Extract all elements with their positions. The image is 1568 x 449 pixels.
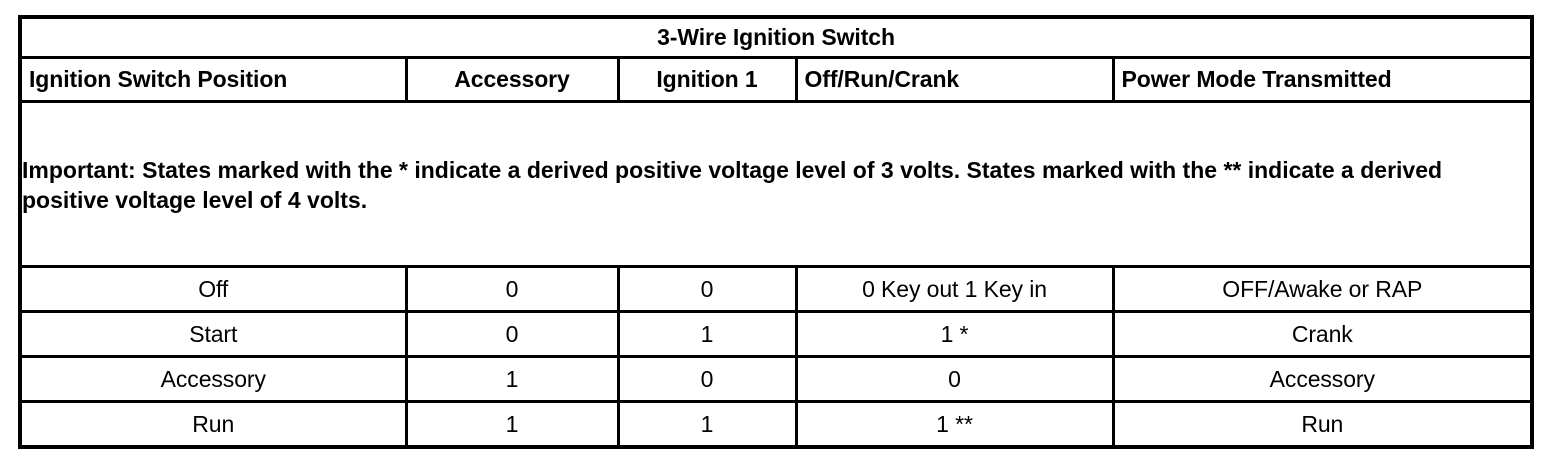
cell-power-mode: Run [1111,400,1533,449]
table-row: Off 0 0 0 Key out 1 Key in OFF/Awake or … [20,265,1533,313]
cell-power-mode: Crank [1111,310,1533,358]
table-row: Run 1 1 1 ** Run [20,400,1533,449]
table-header-row: Ignition Switch Position Accessory Ignit… [20,56,1533,103]
table-note-row: Important: States marked with the * indi… [20,100,1533,268]
cell-off-run-crank: 1 * [794,310,1115,358]
table-row: Start 0 1 1 * Crank [20,310,1533,358]
cell-accessory: 1 [404,400,620,449]
important-note-cell: Important: States marked with the * indi… [20,100,1533,268]
cell-off-run-crank: 1 ** [794,400,1115,449]
cell-off-run-crank: 0 [794,355,1115,403]
important-note-text: Important: States marked with the * indi… [22,157,1443,213]
page-root: 3-Wire Ignition Switch Ignition Switch P… [18,15,1535,449]
cell-ignition-1: 1 [616,310,798,358]
column-header-accessory: Accessory [404,56,620,103]
cell-accessory: 0 [404,265,620,313]
cell-power-mode: OFF/Awake or RAP [1111,265,1533,313]
column-header-power-mode-transmitted: Power Mode Transmitted [1111,56,1533,103]
table-title: 3-Wire Ignition Switch [20,17,1533,59]
table-row: Accessory 1 0 0 Accessory [20,355,1533,403]
column-header-ignition-1: Ignition 1 [616,56,798,103]
cell-power-mode: Accessory [1111,355,1533,403]
cell-ignition-1: 0 [616,265,798,313]
column-header-off-run-crank: Off/Run/Crank [794,56,1115,103]
table-title-row: 3-Wire Ignition Switch [20,17,1533,59]
ignition-switch-table: 3-Wire Ignition Switch Ignition Switch P… [18,15,1535,449]
cell-ignition-1: 0 [616,355,798,403]
cell-accessory: 0 [404,310,620,358]
cell-ignition-1: 1 [616,400,798,449]
cell-position: Accessory [20,355,408,403]
cell-position: Start [20,310,408,358]
column-header-ignition-switch-position: Ignition Switch Position [20,56,408,103]
cell-position: Run [20,400,408,449]
cell-off-run-crank: 0 Key out 1 Key in [794,265,1115,313]
cell-accessory: 1 [404,355,620,403]
cell-position: Off [20,265,408,313]
